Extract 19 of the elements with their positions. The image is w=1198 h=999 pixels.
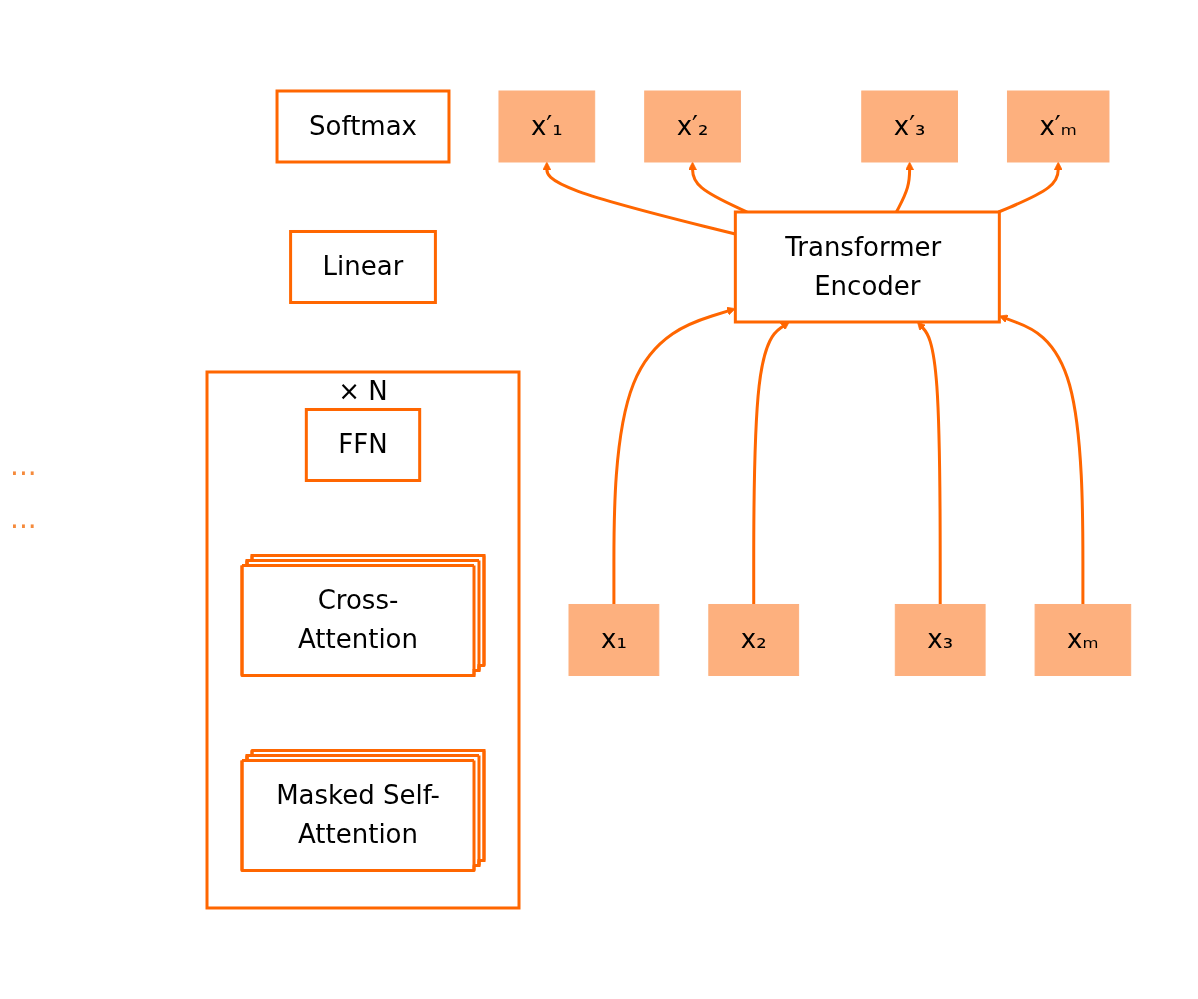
node-box: x′₃ [861,90,959,163]
node-box: x′ₘ [1007,90,1110,163]
node-box: FFN [304,408,422,482]
arrow [612,306,736,605]
node-box: xₘ [1034,604,1132,676]
node-box: x′₁ [498,90,596,163]
ellipsis-label: ··· [10,509,38,543]
node-box: x₁ [568,604,660,676]
arrow [999,314,1085,605]
ellipsis-label: ··· [10,456,38,490]
node-box: Linear [289,230,438,304]
arrow [542,161,736,236]
node-box: Softmax [275,89,451,164]
node-box: Transformer Encoder [734,210,1001,324]
node-box: x₃ [894,604,986,676]
arrow [998,161,1063,214]
node-box: x₂ [708,604,800,676]
node-box: x′₂ [644,90,742,163]
arrow [895,161,915,213]
